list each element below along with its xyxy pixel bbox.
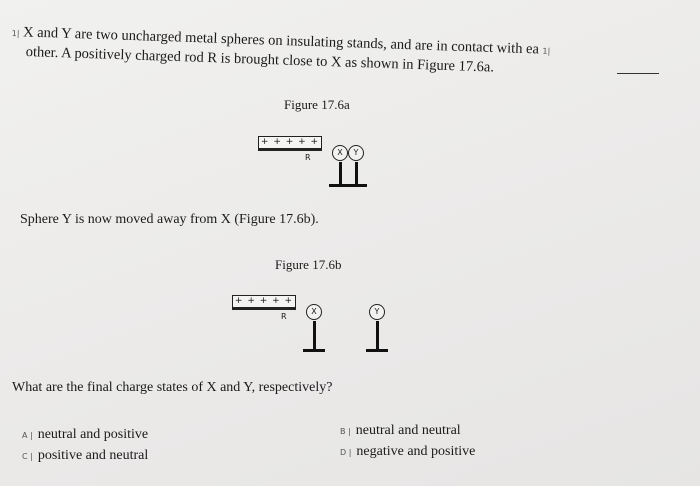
- answer-blank-line: [617, 73, 659, 74]
- option-d-text: negative and positive: [356, 444, 476, 459]
- sphere-x-a: X: [332, 145, 348, 161]
- rod-a: + + + + +: [258, 136, 322, 149]
- sphere-y-b: Y: [369, 304, 385, 320]
- rod-a-underline: [258, 149, 322, 151]
- stand-x-b-base: [303, 349, 325, 352]
- question-text: What are the final charge states of X an…: [12, 380, 333, 395]
- option-a[interactable]: A | neutral and positive: [22, 427, 148, 443]
- line-end-mark: 1|: [542, 46, 551, 56]
- option-d[interactable]: D | negative and positive: [340, 444, 475, 460]
- stand-y-b-pole: [376, 321, 379, 349]
- rod-b-underline: [232, 308, 296, 310]
- question-number-mark: 1|: [11, 28, 20, 39]
- option-c[interactable]: C | positive and neutral: [22, 448, 148, 464]
- option-c-text: positive and neutral: [37, 448, 149, 463]
- middle-text: Sphere Y is now moved away from X (Figur…: [20, 212, 319, 227]
- stand-y-a-pole: [355, 162, 358, 184]
- sphere-y-a: Y: [348, 145, 364, 161]
- rod-a-label: R: [305, 153, 311, 162]
- sphere-x-b: X: [306, 304, 322, 320]
- option-d-letter: D |: [340, 448, 352, 457]
- figure-b-caption: Figure 17.6b: [275, 257, 342, 272]
- figure-a-caption: Figure 17.6a: [284, 97, 350, 112]
- stand-x-b-pole: [313, 321, 316, 349]
- option-b[interactable]: B | neutral and neutral: [340, 423, 461, 439]
- stand-x-a-pole: [339, 162, 342, 184]
- rod-b-label: R: [281, 312, 287, 321]
- stand-y-b-base: [366, 349, 388, 352]
- stand-a-base: [329, 184, 367, 187]
- option-a-letter: A |: [22, 431, 33, 440]
- option-c-letter: C |: [22, 452, 33, 461]
- option-a-text: neutral and positive: [37, 427, 149, 442]
- option-b-letter: B |: [340, 427, 351, 436]
- rod-b: + + + + +: [232, 295, 296, 308]
- option-b-text: neutral and neutral: [355, 423, 461, 438]
